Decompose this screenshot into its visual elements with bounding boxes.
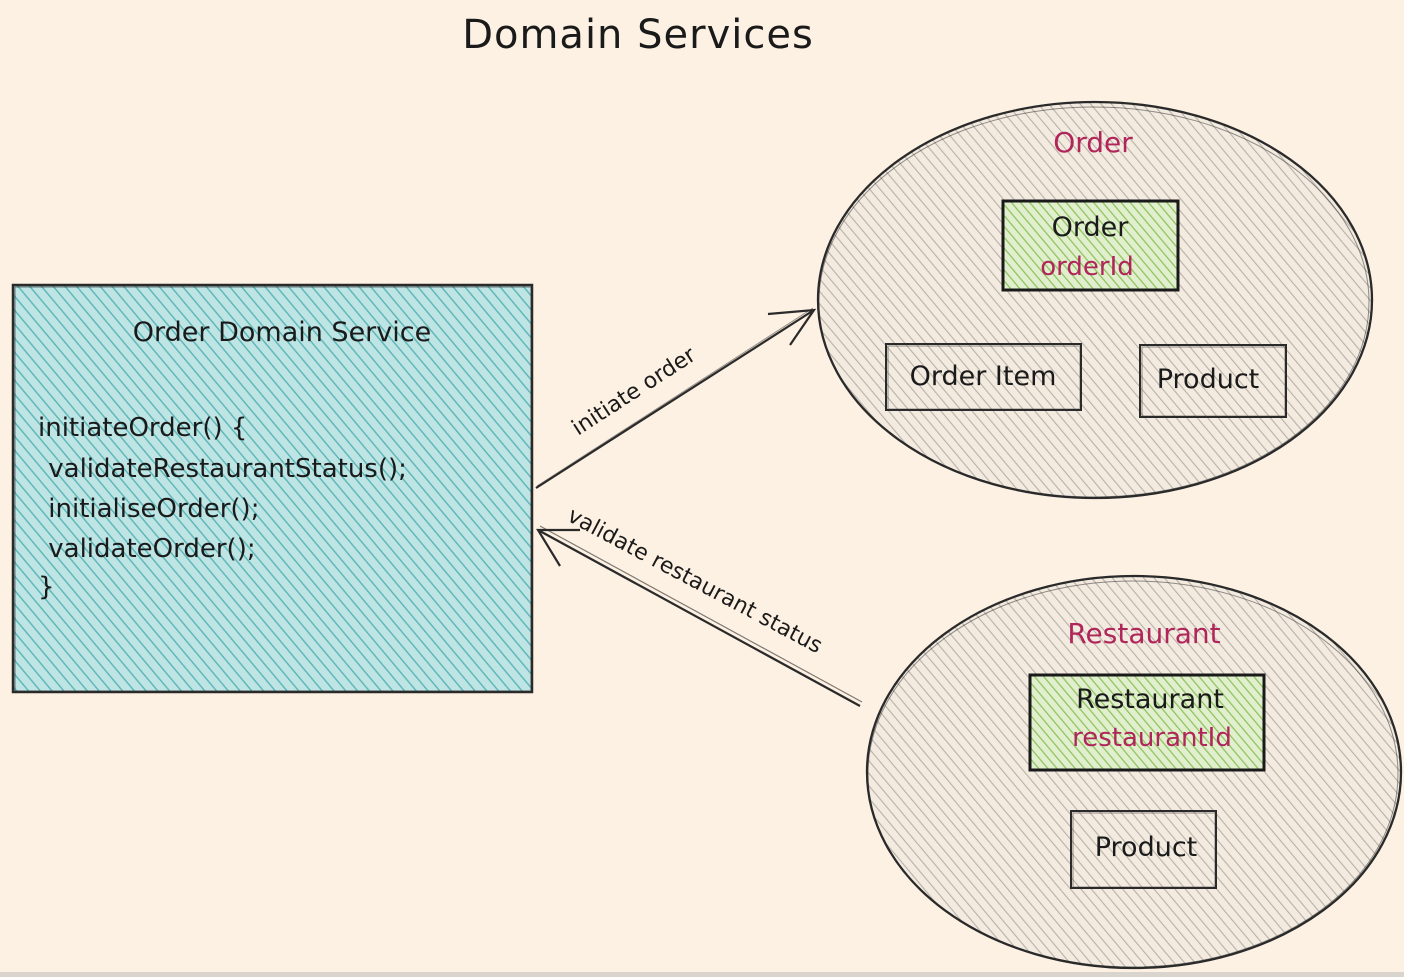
code-line-2: validateRestaurantStatus(); [40,454,407,484]
order-domain-service-box: Order Domain Service initiateOrder() { v… [11,283,534,694]
restaurant-product-label: Product [1095,832,1198,863]
initiate-order-arrow: initiate order [535,307,817,489]
service-title: Order Domain Service [133,317,431,348]
order-root-entity: Order [1052,212,1130,243]
order-item-entity: Order Item [885,343,1082,411]
order-context: Order Order orderId Order Item Product [816,100,1374,500]
order-item-label: Order Item [910,361,1057,392]
code-line-4: validateOrder(); [40,534,256,564]
order-product-label: Product [1157,364,1260,395]
restaurant-context: Restaurant Restaurant restaurantId Produ… [865,574,1403,970]
page-title: Domain Services [462,12,814,58]
restaurant-context-title: Restaurant [1067,617,1220,650]
validate-restaurant-status-label: validate restaurant status [563,503,826,659]
restaurant-aggregate-root: Restaurant restaurantId [1028,673,1266,772]
code-line-3: initialiseOrder(); [40,494,259,524]
validate-restaurant-status-arrow: validate restaurant status [536,503,863,707]
code-line-5: } [38,572,55,602]
restaurant-product-entity: Product [1070,810,1217,889]
restaurant-root-entity: Restaurant [1076,684,1224,715]
order-product-entity: Product [1139,344,1287,418]
order-context-title: Order [1053,126,1133,159]
restaurant-root-id: restaurantId [1072,723,1232,753]
order-aggregate-root: Order orderId [1001,199,1180,292]
order-root-id: orderId [1040,252,1134,282]
bottom-edge-bar [0,972,1404,977]
code-line-1: initiateOrder() { [38,413,247,443]
